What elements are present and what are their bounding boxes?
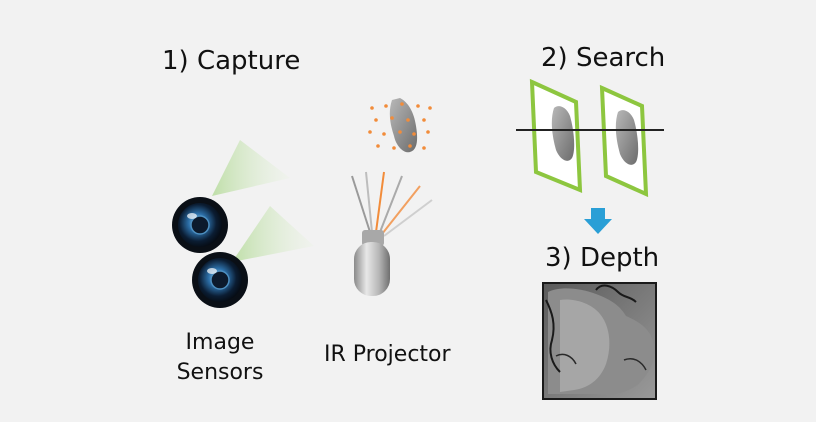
search-frame-left [529, 78, 583, 194]
image-sensors-label: Image Sensors [160, 328, 280, 388]
step-capture-title: 1) Capture [162, 46, 301, 76]
image-sensors-label-line1: Image [185, 330, 255, 355]
ir-dot-pattern [368, 98, 432, 153]
ir-projector-label: IR Projector [324, 342, 451, 367]
step-depth-title: 3) Depth [545, 243, 660, 273]
depth-map-image [542, 282, 657, 400]
down-arrow-icon [584, 208, 612, 234]
search-frame-right [599, 84, 649, 198]
ir-rays [351, 171, 433, 237]
sensor-beam-bottom [232, 206, 314, 262]
step-search-title: 2) Search [541, 43, 666, 73]
camera-lens-icon [172, 197, 228, 253]
ir-projector-icon [354, 230, 390, 296]
sensor-beam-top [212, 140, 290, 196]
camera-lens-icon [192, 252, 248, 308]
image-sensors-label-line2: Sensors [176, 360, 264, 385]
